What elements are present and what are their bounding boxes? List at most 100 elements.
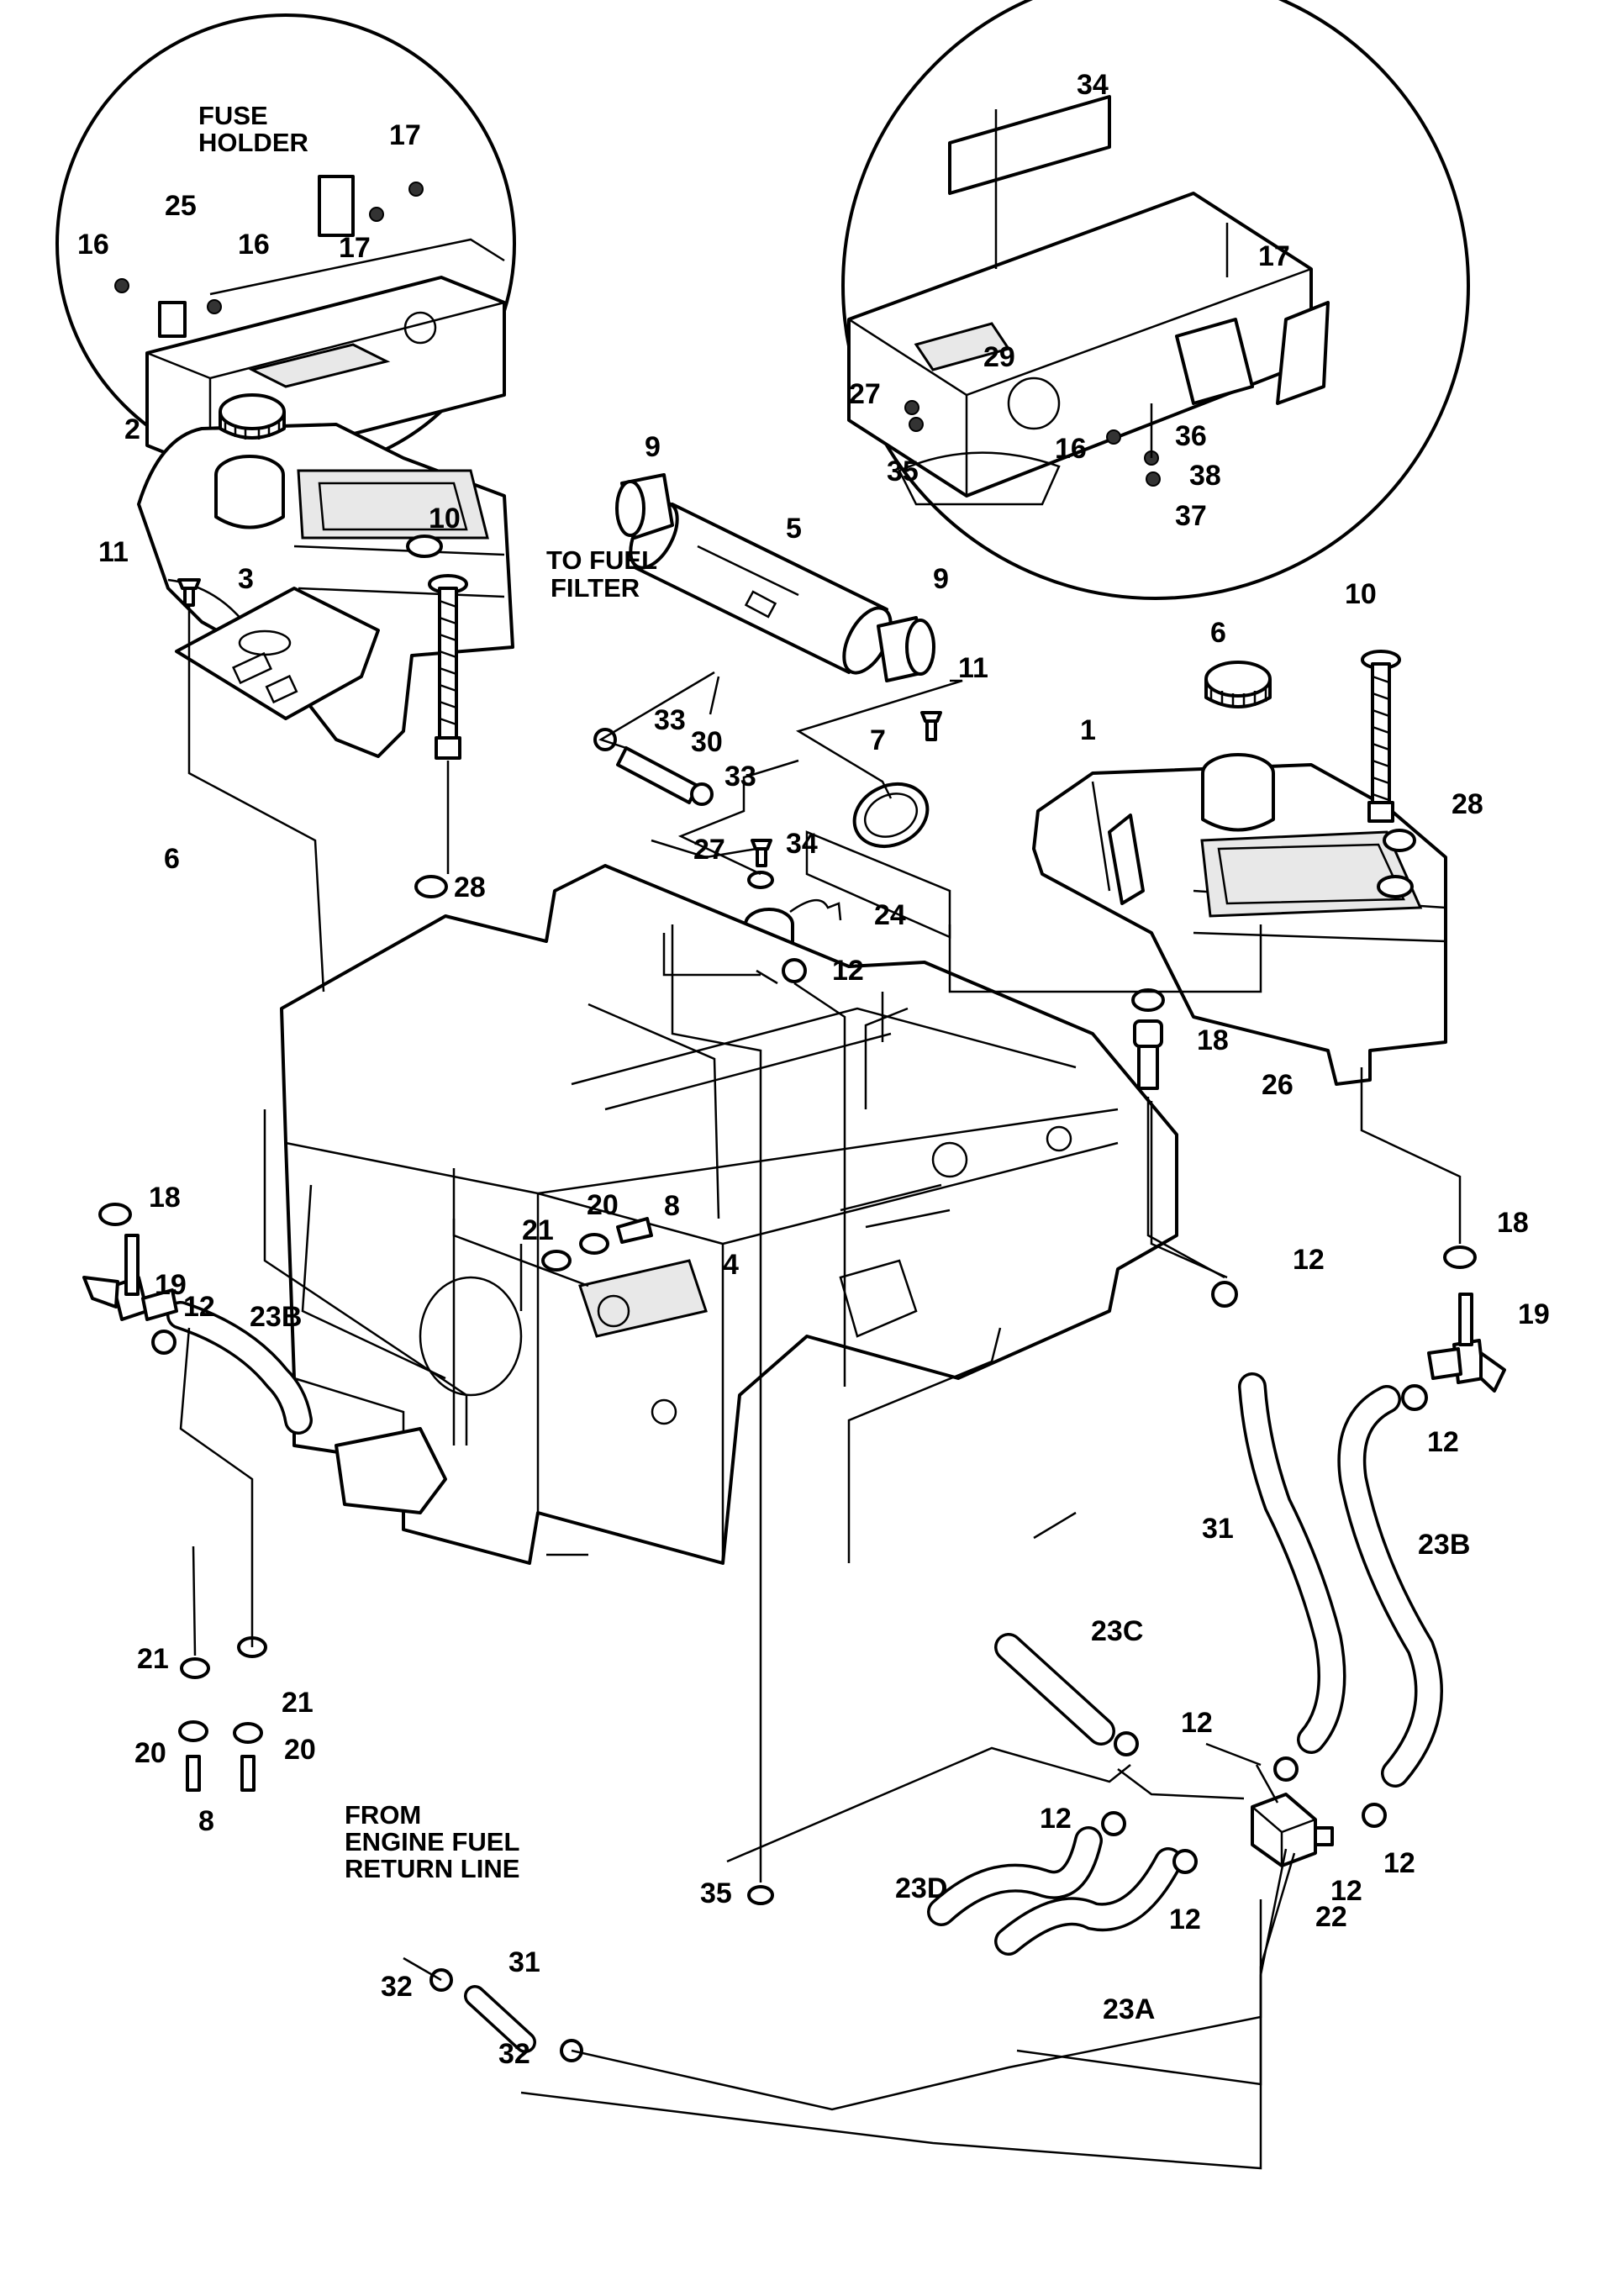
callout: 12 <box>183 1291 215 1323</box>
callout: 28 <box>454 872 486 903</box>
callout: 10 <box>1345 578 1377 610</box>
caption-to-fuel-filter-2: FILTER <box>551 573 640 603</box>
caption-from-engine-1: FROM <box>345 1800 421 1830</box>
callout: 23B <box>250 1301 302 1333</box>
callout: 6 <box>164 843 180 875</box>
callout: 38 <box>1189 460 1221 492</box>
cover-plate <box>175 587 380 720</box>
callout: 26 <box>1262 1069 1294 1101</box>
callout: 17 <box>1258 240 1290 272</box>
callout: 32 <box>498 2038 530 2070</box>
bushing-left <box>615 473 674 540</box>
fuse-holder-detail-view <box>55 13 516 474</box>
callout: 37 <box>1175 500 1207 532</box>
callout: 25 <box>165 190 197 222</box>
callout: 22 <box>1315 1901 1347 1933</box>
callout: 12 <box>832 955 864 987</box>
bushing-right <box>877 616 935 682</box>
callout: 12 <box>1169 1904 1201 1935</box>
fuel-cap-left <box>219 393 286 440</box>
callout: 17 <box>339 232 371 264</box>
callout: 8 <box>664 1190 680 1222</box>
shutoff-valve-right <box>1427 1293 1506 1393</box>
callout: 23C <box>1091 1615 1143 1647</box>
caption-from-engine-2: ENGINE FUEL <box>345 1827 519 1856</box>
hardware-parts <box>98 578 1477 2062</box>
callout: 16 <box>238 229 270 261</box>
callout: 18 <box>1197 1024 1229 1056</box>
hose-31-right <box>1238 1372 1346 1754</box>
callout: 20 <box>587 1189 619 1221</box>
callout: 12 <box>1293 1244 1325 1276</box>
callout: 20 <box>134 1737 166 1769</box>
callout: 9 <box>933 563 949 595</box>
callout: 12 <box>1040 1803 1072 1835</box>
callout: 28 <box>1452 788 1483 820</box>
callout: 36 <box>1175 420 1207 452</box>
caption-to-fuel-filter-1: TO FUEL <box>546 545 657 575</box>
callout: 29 <box>983 341 1015 373</box>
callout: 31 <box>1202 1513 1234 1545</box>
callout: 9 <box>645 431 661 463</box>
caption-fuse-holder-1: FUSE <box>198 101 268 130</box>
captions: FUSE HOLDER TO FUEL FILTER FROM ENGINE F… <box>198 101 657 1883</box>
main-frame <box>280 830 1178 1565</box>
callout: 31 <box>508 1946 540 1978</box>
fuel-gauge-left <box>428 574 468 760</box>
hose-23c <box>994 1633 1115 1746</box>
callout: 19 <box>1518 1298 1550 1330</box>
fuel-cap-right <box>1204 661 1272 708</box>
fuel-tank-left <box>137 423 514 758</box>
return-line-31 <box>464 1985 536 2053</box>
hose-23d <box>927 1826 1103 1926</box>
callout: 23B <box>1418 1529 1470 1561</box>
fuel-filter-line <box>616 746 699 804</box>
callout: 21 <box>522 1214 554 1246</box>
caption-from-engine-3: RETURN LINE <box>345 1854 519 1883</box>
callout: 16 <box>77 229 109 261</box>
callout: 11 <box>958 652 988 684</box>
callout: 19 <box>155 1269 187 1301</box>
callout: 32 <box>381 1971 413 2003</box>
tube-clamp <box>852 782 930 848</box>
fuel-gauge-right <box>1361 650 1401 823</box>
callout: 18 <box>149 1182 181 1214</box>
callout: 33 <box>654 704 686 736</box>
callout: 12 <box>1383 1847 1415 1879</box>
callout: 5 <box>786 513 802 545</box>
callout: 21 <box>282 1687 313 1719</box>
callout: 12 <box>1427 1426 1459 1458</box>
shutoff-valve-left <box>82 1234 178 1321</box>
hose-23b-right <box>1337 1385 1443 1788</box>
callout: 3 <box>238 563 254 595</box>
callout: 2 <box>124 413 140 445</box>
caption-fuse-holder-2: HOLDER <box>198 128 308 157</box>
tee-fitting-22 <box>1251 1793 1334 1867</box>
hose-23b-left <box>166 1301 313 1435</box>
callout: 12 <box>1330 1875 1362 1907</box>
callout: 23D <box>895 1872 947 1904</box>
callout: 18 <box>1497 1207 1529 1239</box>
callout: 35 <box>700 1877 732 1909</box>
fuel-tank-right <box>1032 753 1447 1086</box>
elbow-fitting-26 <box>1133 1019 1163 1090</box>
leader-lines <box>179 605 1462 2170</box>
callout: 34 <box>786 828 818 860</box>
callout: 23A <box>1103 1993 1155 2025</box>
callout: 20 <box>284 1734 316 1766</box>
callout: 34 <box>1077 69 1109 101</box>
callout: 27 <box>849 378 881 410</box>
callout: 24 <box>874 899 906 931</box>
callout: 16 <box>1055 433 1087 465</box>
callout: 11 <box>98 536 129 568</box>
callout: 27 <box>693 834 725 866</box>
callout: 7 <box>870 724 886 756</box>
callout: 33 <box>724 761 756 793</box>
callout: 10 <box>429 503 461 535</box>
callout: 21 <box>137 1643 169 1675</box>
callout: 12 <box>1181 1707 1213 1739</box>
callout: 8 <box>198 1805 214 1837</box>
switch-bracket-detail-view <box>841 0 1470 600</box>
callout-labels: 1 2 3 4 5 6 6 7 8 8 9 9 10 10 11 11 12 1… <box>77 69 1550 2070</box>
